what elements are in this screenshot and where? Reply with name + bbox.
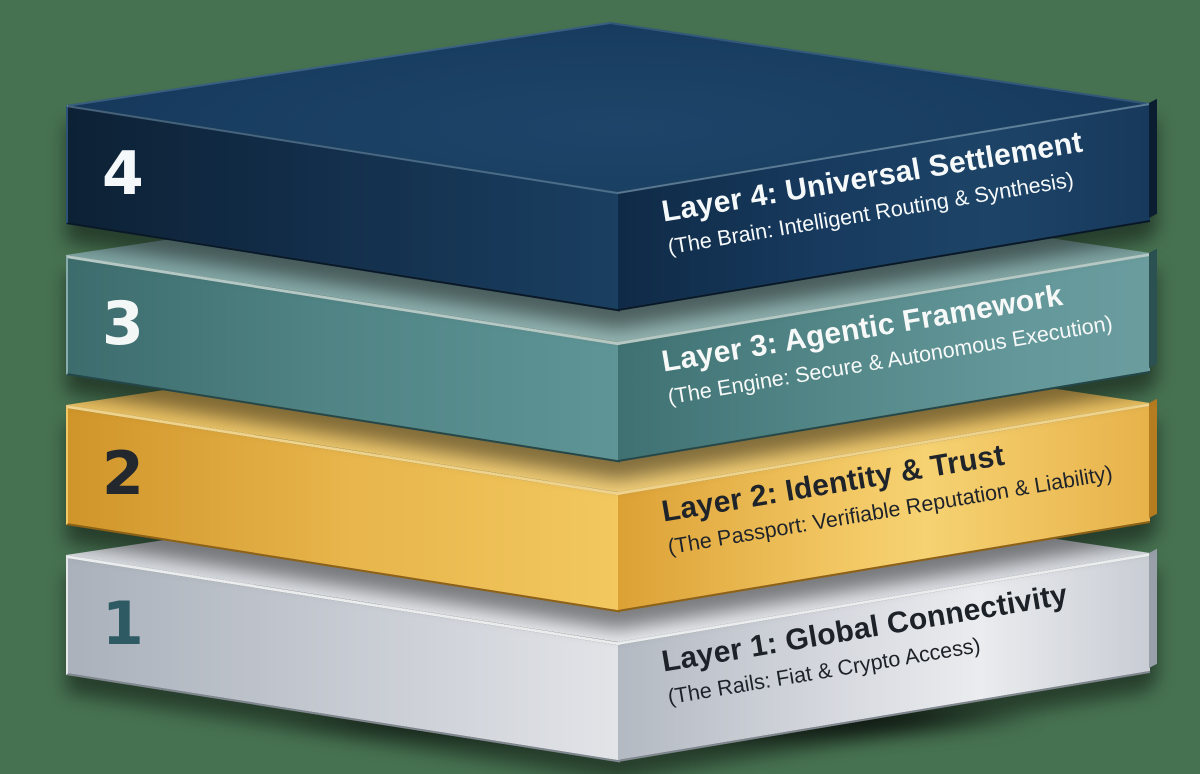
- layer-2-number: 2: [102, 439, 144, 509]
- layer-1-number: 1: [102, 589, 144, 659]
- layer-4-number: 4: [102, 139, 144, 209]
- layer-3-number: 3: [102, 289, 144, 359]
